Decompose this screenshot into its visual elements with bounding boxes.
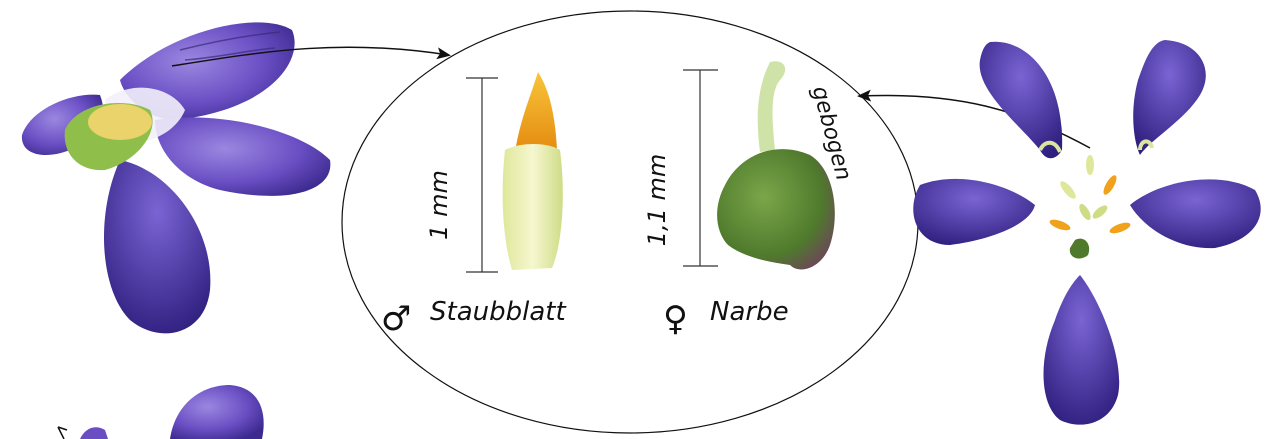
anther-cluster [88,104,152,140]
stigma-ovary [717,149,835,269]
petal-bottom-spur [1044,275,1120,425]
stamen-body [503,144,563,270]
violet-flower-partial [58,385,264,439]
right-lateral-petal [155,117,330,195]
female-symbol: ♀ [663,299,688,339]
petal-mid-right [1130,179,1261,248]
stamen-size-label: 1 mm [425,170,453,240]
dissected-stamens [1048,155,1131,259]
stamen-name-label: Staubblatt [430,297,566,327]
petal-top-right [1133,40,1206,155]
stigma-panel: 1,1 mm gebogen ♀ Narbe [643,61,856,339]
stigma-name-label: Narbe [710,297,789,327]
stigma-style [758,61,786,152]
stamen-panel: 1 mm ♂ Staubblatt [381,72,566,339]
male-symbol: ♂ [381,299,411,339]
violet-flower-side-view [22,22,330,333]
dissected-flower [913,40,1260,425]
stigma-size-label: 1,1 mm [643,154,671,247]
lower-petal [104,160,210,333]
petal-mid-left [913,179,1035,245]
stamen-anther-tip [515,72,557,152]
